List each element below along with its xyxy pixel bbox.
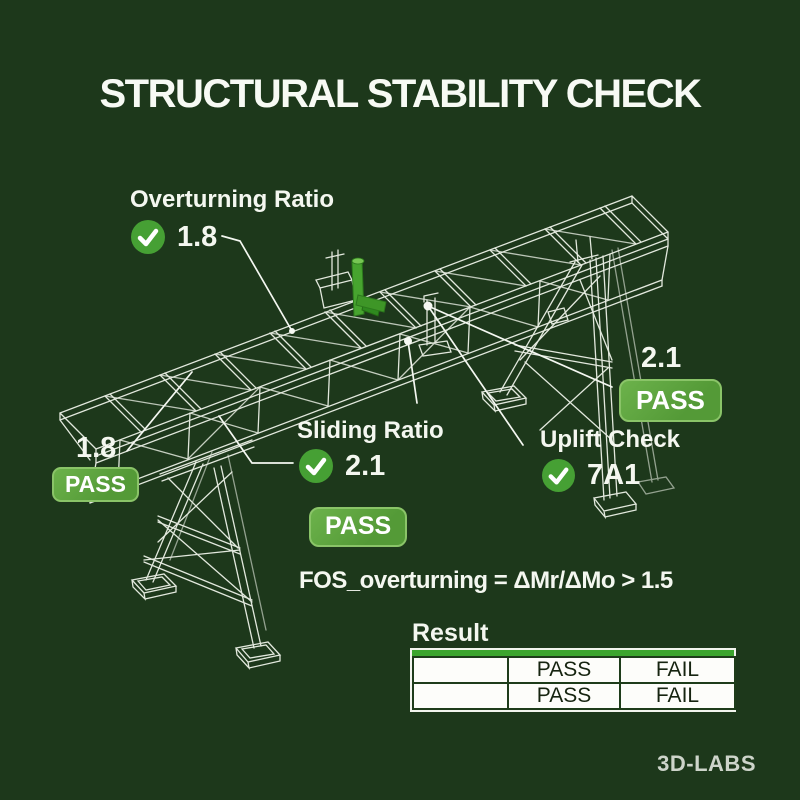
table-row: PASS FAIL (412, 656, 736, 684)
left-support-pass-badge: PASS (52, 467, 139, 503)
page-title: STRUCTURAL STABILITY CHECK (99, 72, 703, 116)
check-icon (542, 459, 575, 492)
right-a-frame (480, 236, 676, 520)
check-icon (299, 449, 333, 483)
right-support-pass-badge: PASS (619, 379, 722, 422)
table-cell (412, 682, 509, 710)
table-row: PASS FAIL (412, 682, 736, 710)
uplift-check-row: 7A1 (542, 459, 640, 492)
leader-dots (289, 301, 433, 345)
leader-lines (126, 235, 613, 464)
left-a-frame (130, 439, 282, 671)
table-cell: PASS (507, 656, 621, 684)
table-header-strip (412, 650, 734, 656)
result-table: PASS FAIL PASS FAIL (410, 648, 736, 712)
sliding-ratio-row: 2.1 (299, 449, 385, 483)
sliding-ratio-label: Sliding Ratio (297, 417, 444, 444)
uplift-check-value: 7A1 (587, 459, 641, 491)
left-support-value: 1.8 (76, 432, 117, 464)
table-cell: FAIL (619, 656, 736, 684)
uplift-check-label: Uplift Check (540, 426, 681, 453)
table-cell: FAIL (619, 682, 736, 710)
table-cell (412, 656, 509, 684)
brand-footer: 3D-LABS (657, 751, 756, 776)
sliding-ratio-value: 2.1 (345, 449, 386, 482)
overturning-ratio-label: Overturning Ratio (130, 186, 335, 213)
beam-truss (59, 195, 669, 504)
overturning-ratio-value: 1.8 (177, 220, 218, 253)
hoist-highlight (351, 257, 387, 317)
result-table-title: Result (412, 619, 489, 647)
right-support-value: 2.1 (641, 342, 682, 374)
overturning-ratio-row: 1.8 (131, 220, 217, 254)
center-pass-badge: PASS (309, 507, 408, 547)
formula-text: FOS_overturning = ΔMr/ΔMo > 1.5 (299, 567, 673, 594)
table-cell: PASS (507, 682, 621, 710)
check-icon (131, 220, 165, 254)
